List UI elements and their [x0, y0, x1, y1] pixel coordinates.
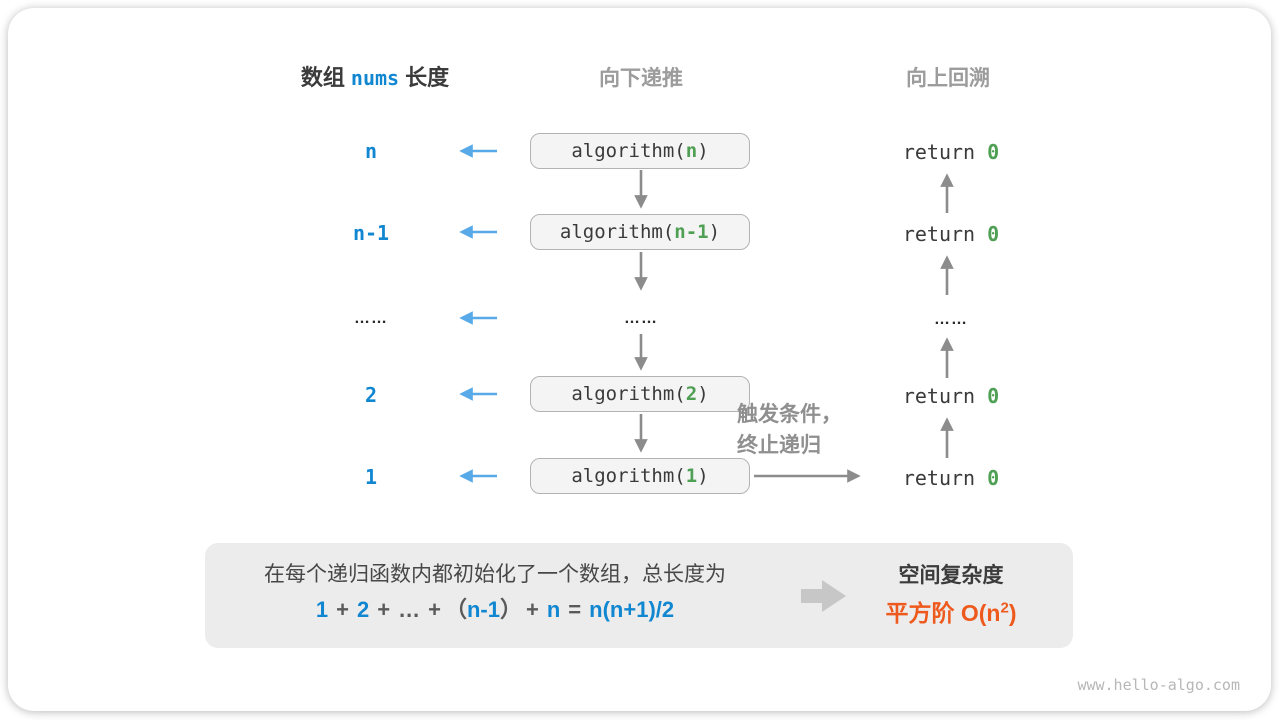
- depth-label-n: n: [364, 139, 378, 163]
- call-open: algorithm(: [571, 140, 686, 162]
- formula-token: ）: [499, 597, 522, 622]
- return-keyword: return: [902, 222, 976, 246]
- formula-token: （: [444, 597, 467, 622]
- formula-token: 1: [315, 597, 329, 622]
- return-statement-1: return 0: [886, 139, 1016, 165]
- call-param: n: [685, 140, 698, 162]
- call-close: ): [697, 465, 709, 487]
- formula-token: +: [377, 597, 391, 622]
- call-param: n-1: [674, 221, 709, 243]
- call-open: algorithm(: [571, 383, 686, 405]
- termination-note-line2: 终止递归: [737, 434, 821, 457]
- return-ellipsis: ……: [934, 311, 968, 328]
- call-ellipsis: ……: [624, 310, 658, 327]
- formula-token: n: [546, 597, 561, 622]
- header-array-prefix: 数组: [300, 65, 345, 90]
- formula-token: +: [525, 597, 539, 622]
- depth-label-1: 1: [364, 465, 378, 489]
- call-open: algorithm(: [559, 221, 675, 243]
- termination-note-line1: 触发条件，: [737, 403, 842, 426]
- result-value: 平方阶 O(n2): [851, 594, 1051, 628]
- call-box-n: algorithm(n): [530, 133, 750, 169]
- call-close: ): [697, 383, 709, 405]
- summary-panel: 在每个递归函数内都初始化了一个数组，总长度为 1+2+…+（n-1）+n=n(n…: [205, 543, 1073, 648]
- formula-token: =: [568, 597, 582, 622]
- watermark: www.hello-algo.com: [1077, 676, 1240, 694]
- call-box-2: algorithm(2): [530, 376, 750, 412]
- return-keyword: return: [902, 466, 976, 490]
- header-backtrack-up: 向上回溯: [906, 67, 990, 90]
- call-box-n-1: algorithm(n-1): [530, 214, 750, 250]
- return-value: 0: [987, 140, 1000, 164]
- result-suffix: ): [1008, 600, 1017, 626]
- call-close: ): [697, 140, 709, 162]
- return-statement-4: return 0: [886, 465, 1016, 491]
- return-statement-2: return 0: [886, 221, 1016, 247]
- summary-formula: 1+2+…+（n-1）+n=n(n+1)/2: [215, 592, 775, 624]
- formula-token: +: [428, 597, 441, 622]
- formula-token: n-1: [466, 597, 500, 622]
- call-close: ): [708, 221, 721, 243]
- depth-label-ellipsis: ……: [354, 310, 388, 327]
- return-value: 0: [987, 466, 1000, 490]
- result-title: 空间复杂度: [898, 564, 1004, 587]
- formula-token: +: [336, 597, 349, 622]
- depth-label-n-1: n-1: [352, 221, 390, 245]
- termination-note: 触发条件， 终止递归: [737, 399, 867, 461]
- depth-label-2: 2: [364, 383, 378, 407]
- formula-token: 2: [356, 597, 370, 622]
- formula-token: …: [398, 597, 421, 622]
- return-value: 0: [987, 384, 1000, 408]
- return-statement-3: return 0: [886, 383, 1016, 409]
- header-array-suffix: 长度: [405, 65, 450, 90]
- return-value: 0: [987, 222, 1000, 246]
- header-recurse-down: 向下递推: [599, 67, 683, 90]
- return-keyword: return: [902, 384, 976, 408]
- call-param: 1: [685, 465, 698, 487]
- result-exponent: 2: [1000, 599, 1009, 617]
- summary-description: 在每个递归函数内都初始化了一个数组，总长度为: [264, 563, 726, 586]
- result-prefix: 平方阶 O(n: [885, 600, 1001, 626]
- call-box-1: algorithm(1): [530, 458, 750, 494]
- return-keyword: return: [902, 140, 976, 164]
- formula-token: n(n+1)/2: [589, 597, 675, 622]
- call-param: 2: [685, 383, 698, 405]
- header-array-code: nums: [350, 66, 400, 90]
- call-open: algorithm(: [571, 465, 686, 487]
